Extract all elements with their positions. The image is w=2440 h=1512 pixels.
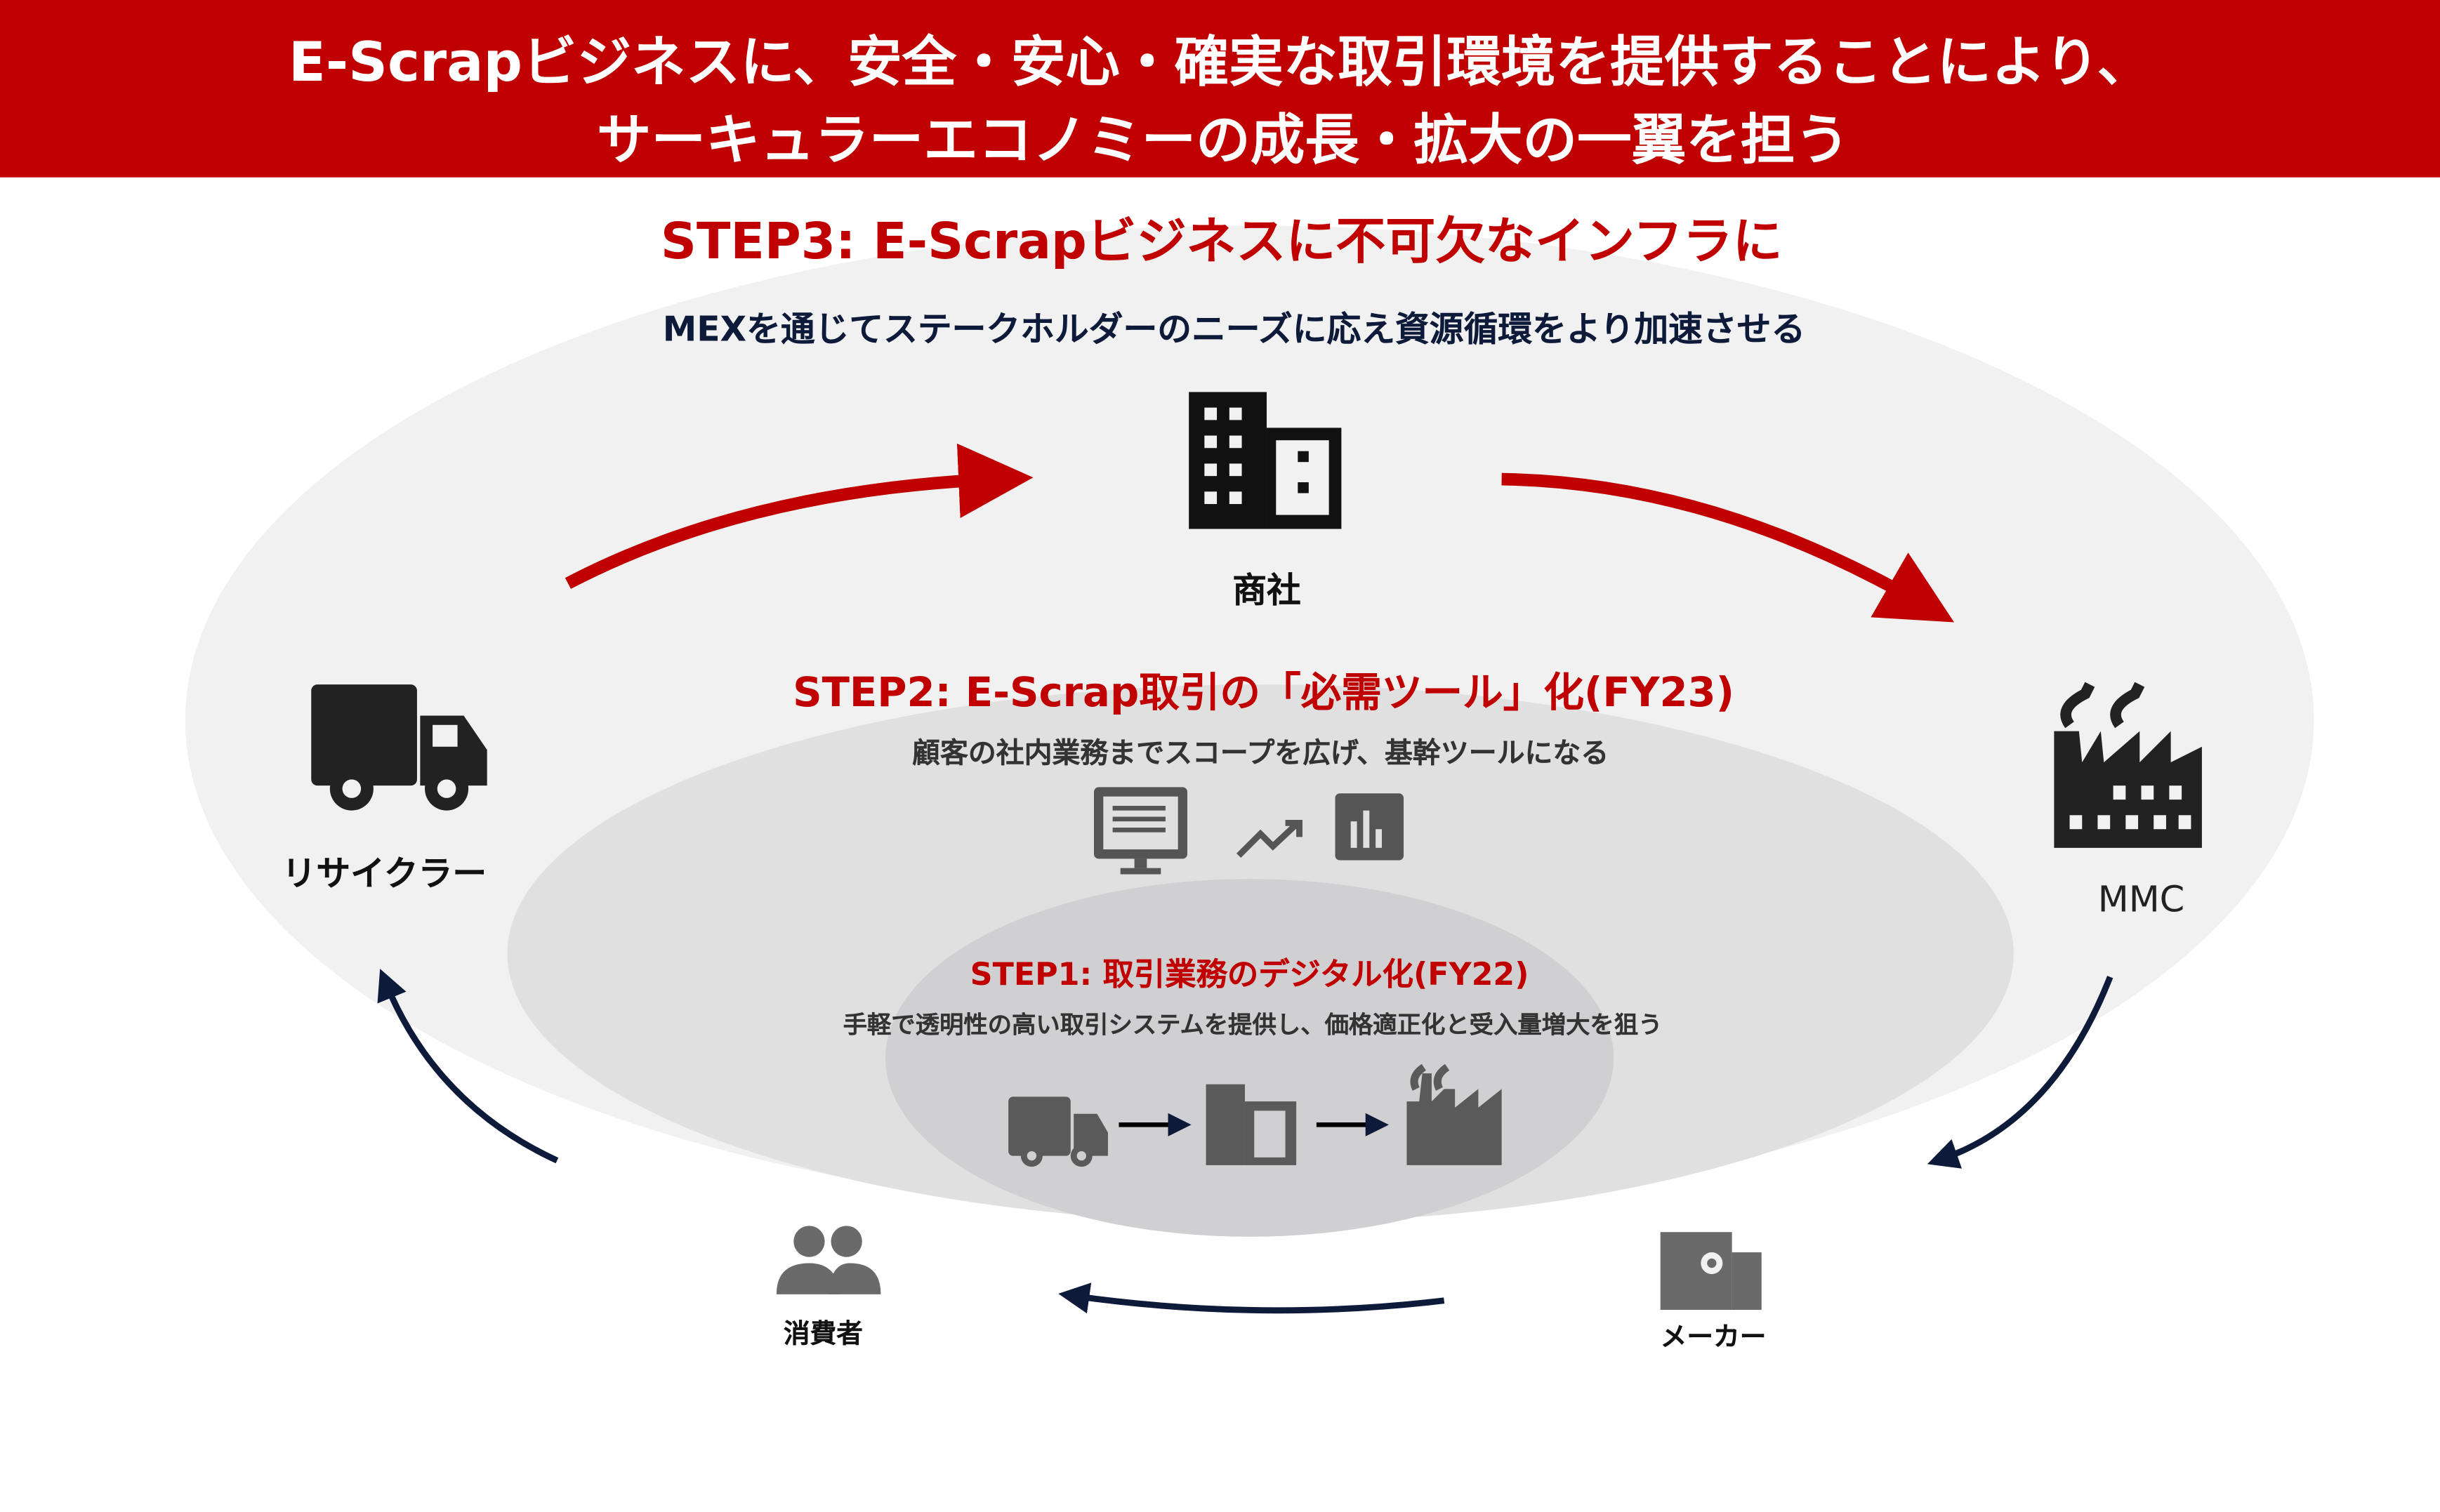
step1-title: STEP1: 取引業務のデジタル化(FY22) — [970, 955, 1529, 993]
arrow-consumer-to-recycler — [377, 969, 559, 1164]
factory-icon — [2054, 682, 2202, 848]
people-icon — [776, 1226, 881, 1294]
small-truck-icon — [1008, 1096, 1108, 1167]
maker-building-icon — [1660, 1232, 1762, 1311]
label-recycler: リサイクラー — [282, 855, 487, 895]
small-factory-icon — [1406, 1063, 1502, 1165]
trend-up-icon — [1236, 819, 1303, 858]
step1-description: 手軽で透明性の高い取引システムを提供し、価格適正化と受入量増大を狙う — [843, 1011, 1663, 1040]
arrow-trading-to-mmc — [1501, 472, 1955, 623]
truck-icon — [311, 684, 487, 811]
header-line-1: E-Scrapビジネスに、安全・安心・確実な取引環境を提供することにより、 — [288, 32, 2152, 95]
label-mmc: MMC — [2097, 880, 2185, 921]
building-icon — [1189, 392, 1342, 529]
small-building-icon — [1206, 1084, 1297, 1165]
step3-description: MEXを通じてステークホルダーのニーズに応え資源循環をより加速させる — [662, 311, 1806, 350]
bar-chart-icon — [1335, 793, 1404, 861]
header-banner — [0, 0, 2440, 178]
label-trading-company: 商社 — [1232, 572, 1301, 611]
step1-ellipse — [885, 879, 1614, 1237]
arrow-recycler-to-trading — [565, 443, 1034, 589]
label-consumer: 消費者 — [783, 1319, 863, 1351]
step3-title: STEP3: E-Scrapビジネスに不可欠なインフラに — [660, 211, 1783, 271]
arrow-maker-to-consumer — [1058, 1282, 1445, 1314]
step2-title: STEP2: E-Scrap取引の「必需ツール」化(FY23) — [793, 670, 1734, 717]
arrow-mmc-to-maker — [1927, 976, 2113, 1169]
monitor-icon — [1093, 787, 1187, 875]
header-line-2: サーキュラーエコノミーの成長・拡大の一翼を担う — [596, 110, 1849, 173]
step2-description: 顧客の社内業務までスコープを広げ、基幹ツールになる — [912, 737, 1609, 771]
label-maker: メーカー — [1660, 1322, 1767, 1354]
